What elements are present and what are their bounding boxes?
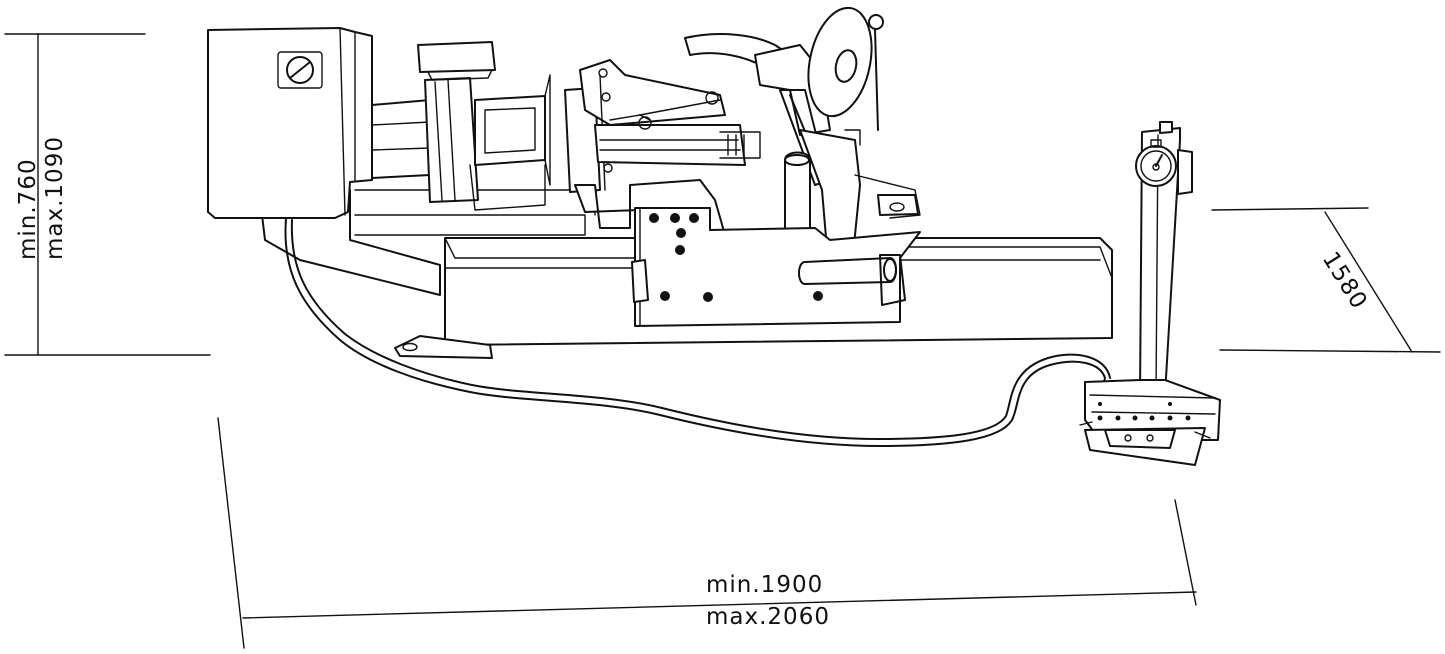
length-dim-line [242, 591, 1197, 619]
tool-lever-knob [868, 14, 884, 30]
motor-assembly [371, 41, 551, 211]
control-box [207, 27, 373, 219]
bead-breaker-disk [807, 6, 873, 118]
foot-hole [402, 342, 418, 352]
depth-top-ext-line [1211, 207, 1369, 211]
length-max-label: max.2060 [706, 604, 830, 630]
depth-dim-line [1324, 211, 1413, 353]
depth-dimension: 1580 [1211, 207, 1441, 353]
tire-changer-machine [207, 6, 1221, 466]
length-min-label: min.1900 [706, 572, 823, 598]
depth-bottom-ext-line [1219, 349, 1441, 353]
height-max-label: max.1090 [42, 136, 68, 260]
motor-cap [417, 41, 496, 73]
depth-label: 1580 [1317, 247, 1372, 314]
pedal-cable [284, 217, 1106, 447]
pedal-box [1079, 379, 1221, 466]
rear-frame [261, 189, 441, 296]
length-dimension: min.1900 max.2060 [217, 417, 1197, 649]
base-foot [394, 335, 493, 359]
main-switch-knob [286, 56, 314, 84]
inflation-column [1135, 121, 1193, 397]
length-right-ext-line [1174, 499, 1197, 606]
length-left-ext-line [217, 417, 245, 649]
spindle-housing [564, 59, 726, 193]
tool-lever [874, 29, 879, 131]
pedal-cable-inner [290, 219, 1111, 440]
rear-rail-end [877, 194, 919, 216]
rear-frame-brace [354, 214, 586, 236]
height-dimension: min.760 max.1090 [4, 33, 211, 356]
height-min-label: min.760 [15, 158, 41, 260]
carriage [631, 151, 921, 327]
